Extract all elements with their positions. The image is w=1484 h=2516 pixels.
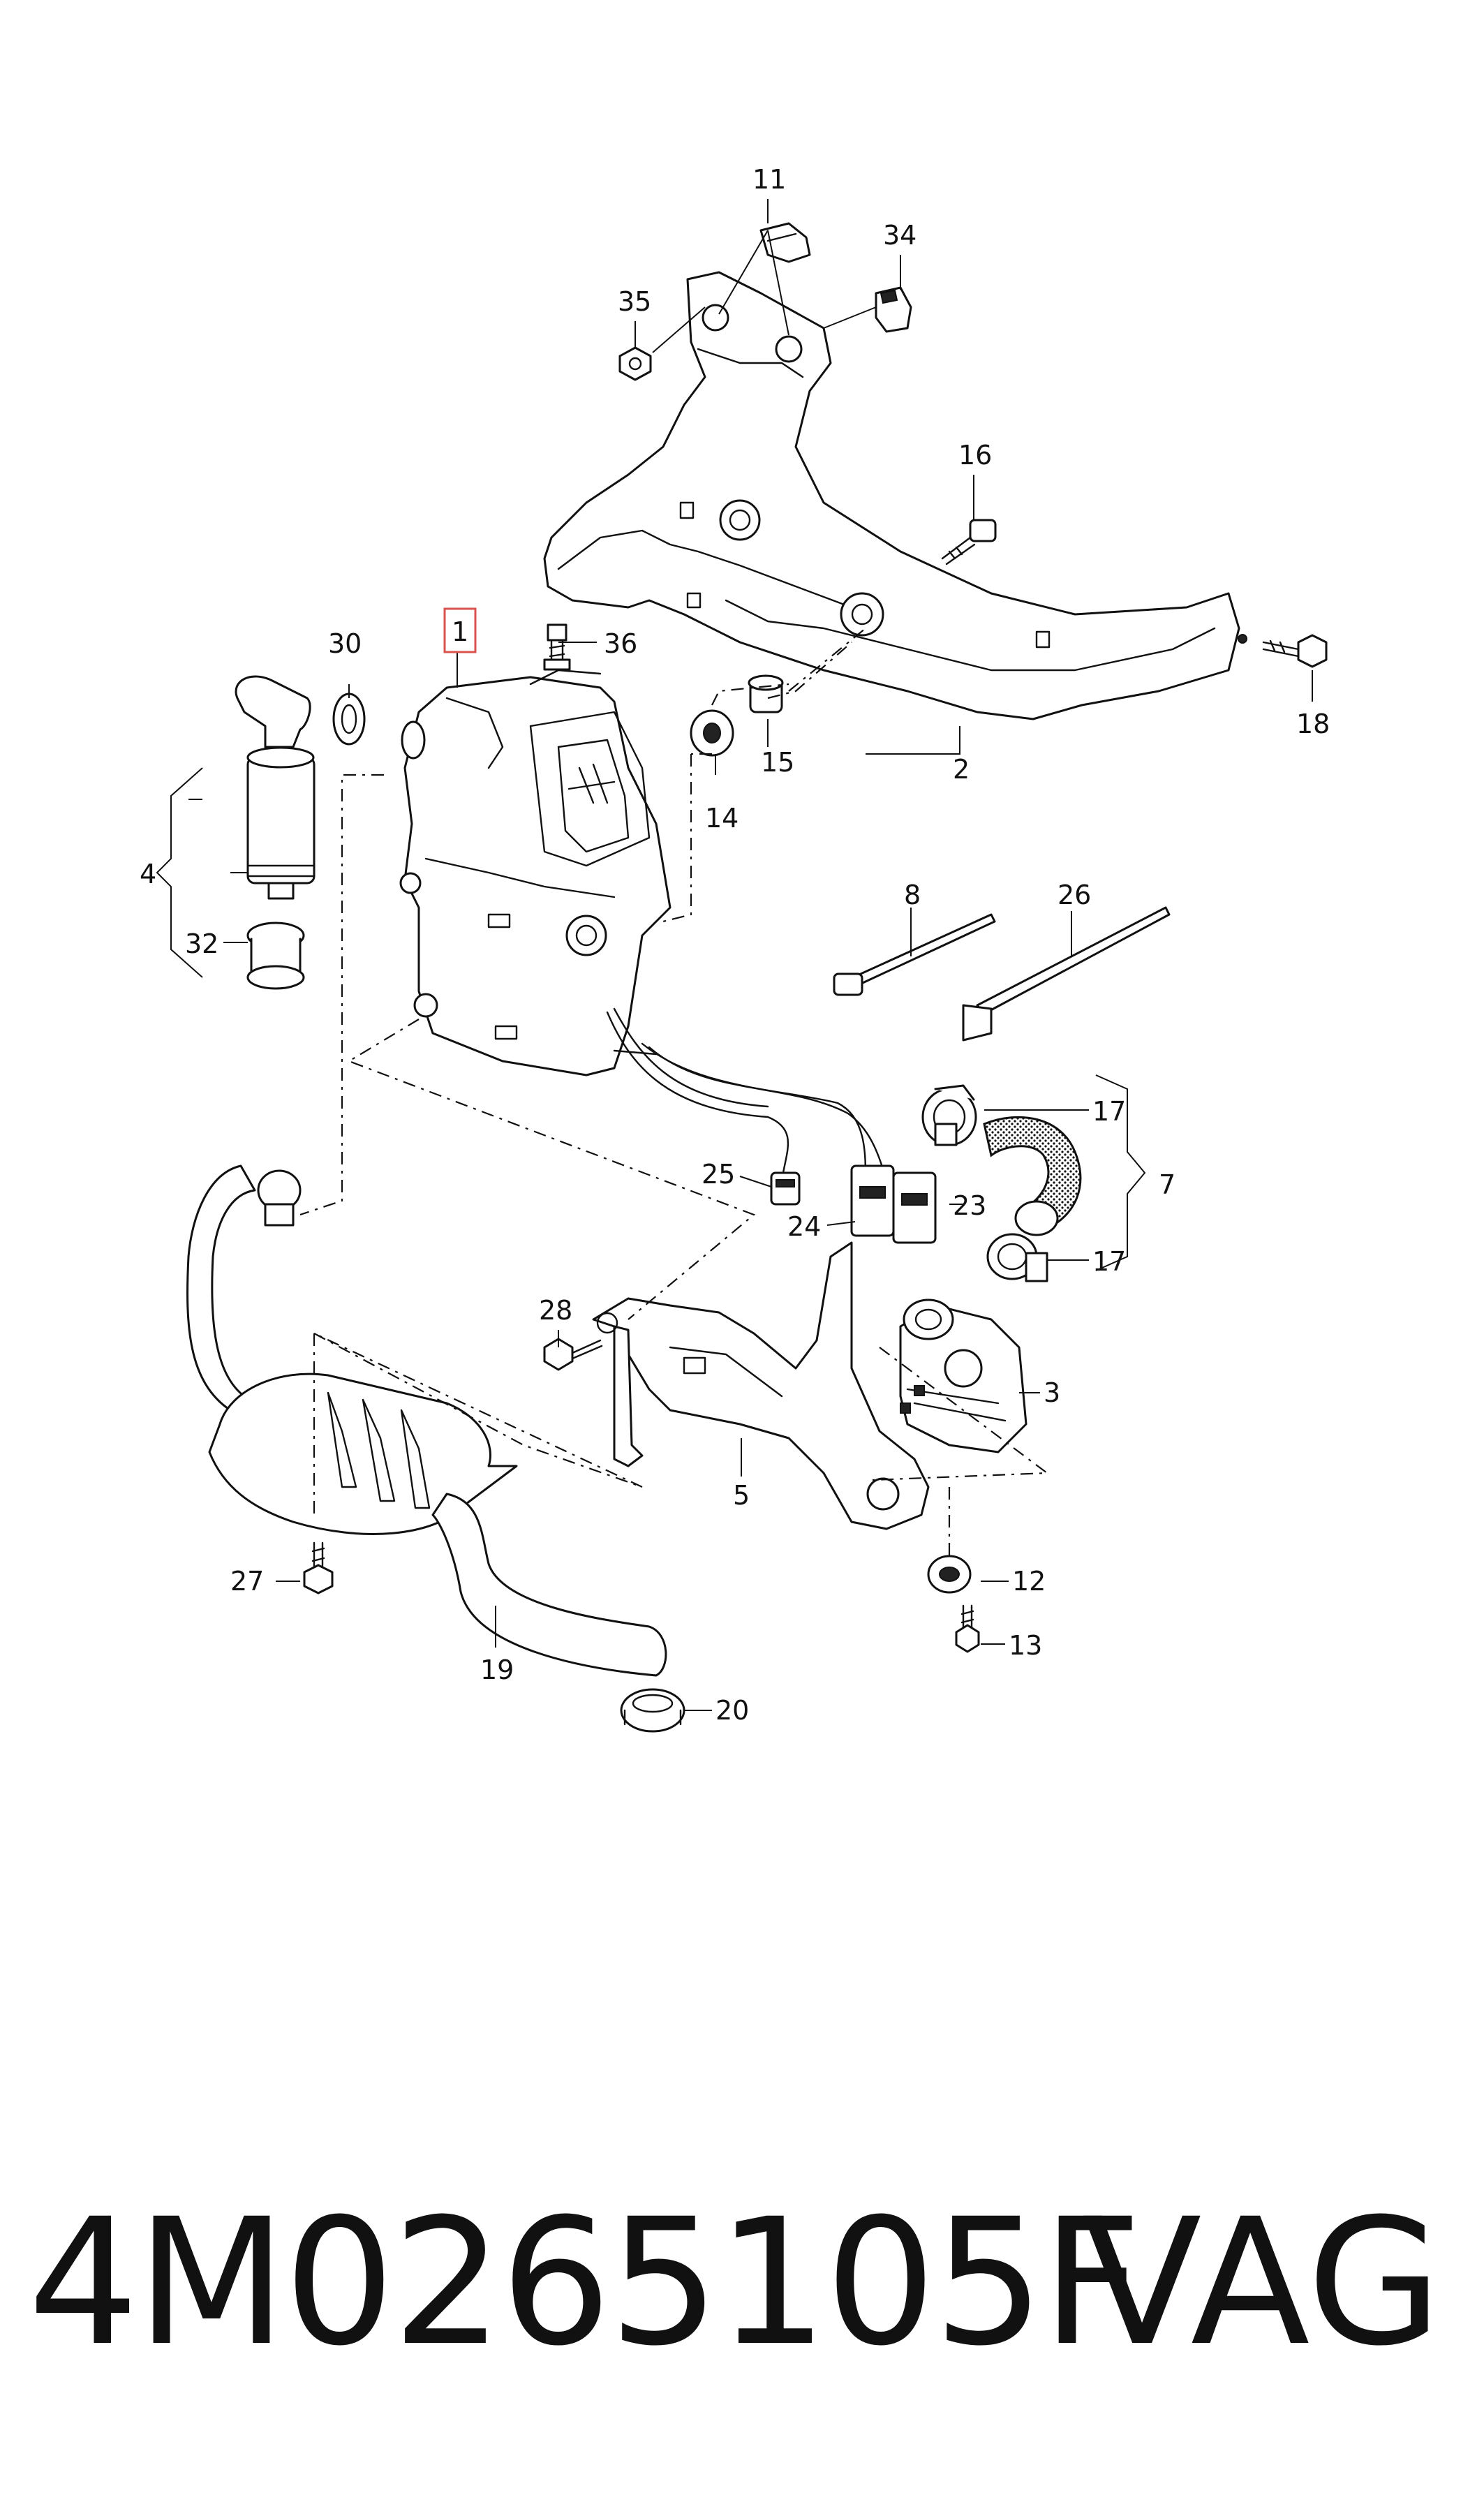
- part-number: 4M0265105F: [28, 2181, 1142, 2384]
- grommet-part-14: [690, 709, 734, 757]
- bolt-part-27: [303, 1541, 334, 1594]
- callout-13: 13: [1009, 1630, 1042, 1661]
- silencer: [208, 1372, 667, 1677]
- callout-25: 25: [702, 1159, 735, 1190]
- grommet-part-12: [927, 1555, 972, 1594]
- filter-part-4: [235, 675, 316, 900]
- callout-20: 20: [715, 1695, 749, 1726]
- callout-34: 34: [883, 220, 917, 251]
- footer: 4M0265105F VAG: [0, 2192, 1484, 2374]
- callout-27: 27: [230, 1566, 264, 1597]
- callout-5: 5: [733, 1480, 750, 1511]
- clamp-part-17-upper: [921, 1084, 977, 1146]
- callout-12: 12: [1012, 1566, 1046, 1597]
- clip-part-34: [875, 286, 912, 333]
- callout-15: 15: [761, 747, 794, 778]
- brand-label: VAG: [1082, 2181, 1442, 2384]
- callout-14: 14: [705, 803, 739, 834]
- callout-8: 8: [904, 880, 921, 910]
- clamp-part-30: [332, 693, 366, 746]
- wiring-harness: [606, 1007, 937, 1244]
- callout-32: 32: [185, 928, 218, 959]
- bolt-part-13: [955, 1604, 980, 1653]
- callout-1: 1: [452, 616, 468, 647]
- callout-17-upper: 17: [1092, 1096, 1126, 1127]
- exploded-parts-diagram: 11 34 35 16 18 2 15 14 36 1 30 4 32 8 26…: [140, 164, 1330, 1733]
- callout-24: 24: [787, 1211, 821, 1242]
- screw-part-36: [543, 623, 571, 671]
- callout-35: 35: [618, 286, 651, 317]
- clip-part-11: [759, 222, 811, 263]
- hose-part-7: [983, 1116, 1082, 1236]
- callout-18: 18: [1296, 709, 1330, 739]
- callout-2: 2: [953, 754, 970, 785]
- callout-30: 30: [328, 628, 362, 659]
- clamp-part-17-lower: [986, 1233, 1048, 1282]
- bracket-part-2: [543, 271, 1247, 720]
- bolt-part-18: [1262, 634, 1328, 668]
- bushing-part-15: [748, 674, 784, 713]
- heater-unit-part-1: [399, 669, 671, 1076]
- callout-23: 23: [953, 1190, 986, 1221]
- callout-7: 7: [1159, 1169, 1175, 1200]
- callout-11: 11: [752, 164, 786, 195]
- callout-26: 26: [1058, 880, 1091, 910]
- nut-part-35: [618, 346, 652, 381]
- grommet-part-20: [620, 1688, 685, 1733]
- assembly-lines: [299, 628, 1050, 1557]
- callout-17-lower: 17: [1092, 1246, 1126, 1277]
- callout-3: 3: [1044, 1377, 1060, 1408]
- pump-part-3: [899, 1298, 1027, 1453]
- screw-part-16: [941, 519, 997, 565]
- callout-28: 28: [539, 1295, 572, 1326]
- callout-16: 16: [958, 440, 992, 471]
- exhaust-hose-part-19: [186, 1164, 302, 1412]
- callout-19: 19: [480, 1655, 514, 1685]
- cable-tie-part-8: [833, 913, 996, 996]
- callout-36: 36: [604, 628, 637, 659]
- cable-tie-part-26: [962, 906, 1171, 1042]
- holder-part-32: [246, 922, 305, 990]
- bolt-part-28: [543, 1338, 603, 1371]
- leader-lines: [156, 199, 1313, 1711]
- callout-4: 4: [140, 859, 156, 889]
- selected-part-highlight: [443, 607, 477, 653]
- bracket-part-5: [592, 1241, 930, 1530]
